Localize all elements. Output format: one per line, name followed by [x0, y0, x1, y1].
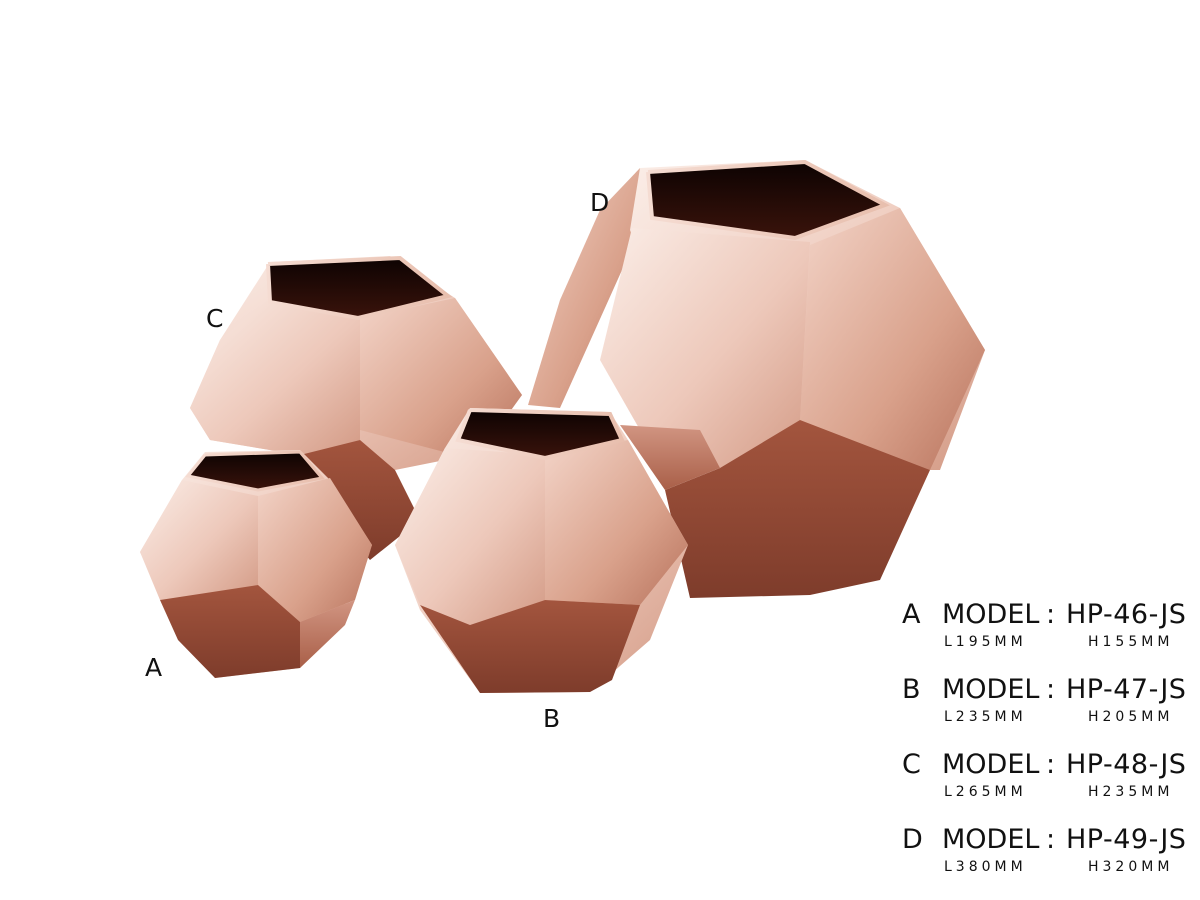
- spec-row-a: A MODEL : HP-46-JS L195MM H155MM: [902, 598, 1192, 654]
- spec-model-label: MODEL: [942, 599, 1040, 630]
- spec-row-d: D MODEL : HP-49-JS L380MM H320MM: [902, 823, 1192, 879]
- spec-model-code: HP-48-JS: [1066, 749, 1187, 780]
- spec-row-c: C MODEL : HP-48-JS L265MM H235MM: [902, 748, 1192, 804]
- spec-height: H235MM: [1088, 784, 1174, 800]
- vase-label-b: B: [543, 704, 561, 733]
- spec-model-code: HP-46-JS: [1066, 599, 1187, 630]
- spec-model-code: HP-49-JS: [1066, 824, 1187, 855]
- spec-height: H155MM: [1088, 634, 1174, 650]
- spec-length: L235MM: [944, 709, 1027, 725]
- spec-model-label: MODEL: [942, 674, 1040, 705]
- spec-length: L195MM: [944, 634, 1027, 650]
- vase-a: [140, 450, 372, 678]
- spec-letter: B: [902, 674, 921, 705]
- vase-label-d: D: [590, 188, 610, 217]
- spec-height: H205MM: [1088, 709, 1174, 725]
- spec-height: H320MM: [1088, 859, 1174, 875]
- spec-model-code: HP-47-JS: [1066, 674, 1187, 705]
- vase-c: [190, 255, 522, 560]
- spec-letter: A: [902, 599, 921, 630]
- spec-colon: :: [1046, 674, 1056, 705]
- spec-length: L380MM: [944, 859, 1027, 875]
- vase-label-a: A: [145, 653, 163, 682]
- spec-letter: C: [902, 749, 921, 780]
- spec-model-label: MODEL: [942, 749, 1040, 780]
- spec-length: L265MM: [944, 784, 1027, 800]
- vase-b: [395, 408, 688, 693]
- vase-d: [528, 159, 985, 598]
- spec-model-label: MODEL: [942, 824, 1040, 855]
- vase-label-c: C: [206, 304, 224, 333]
- spec-row-b: B MODEL : HP-47-JS L235MM H205MM: [902, 673, 1192, 729]
- spec-colon: :: [1046, 749, 1056, 780]
- spec-colon: :: [1046, 599, 1056, 630]
- spec-letter: D: [902, 824, 923, 855]
- spec-colon: :: [1046, 824, 1056, 855]
